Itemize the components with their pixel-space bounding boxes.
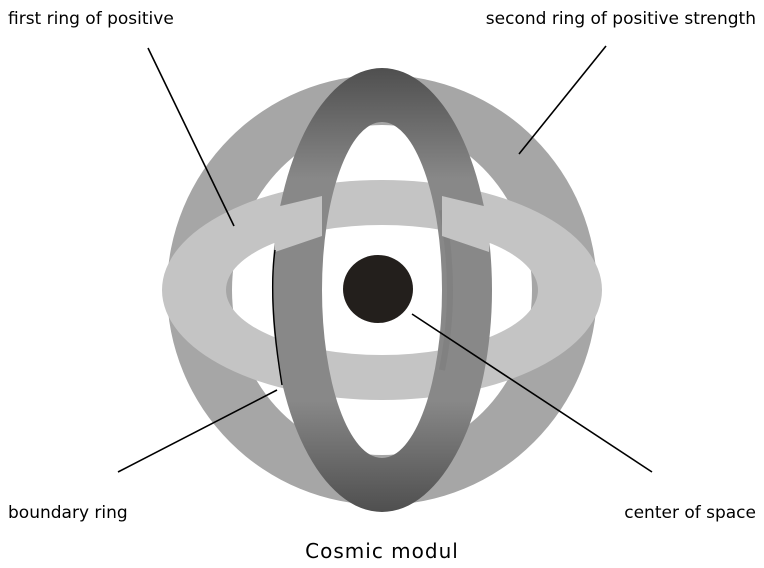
label-boundary-ring: boundary ring [8,503,128,523]
label-first-ring: first ring of positive [8,9,174,29]
label-center-of-space: center of space [624,503,756,523]
leader-second-ring [519,46,606,154]
label-second-ring: second ring of positive strength [486,9,756,29]
center-of-space [343,255,413,323]
diagram-caption: Cosmic modul [305,539,459,563]
